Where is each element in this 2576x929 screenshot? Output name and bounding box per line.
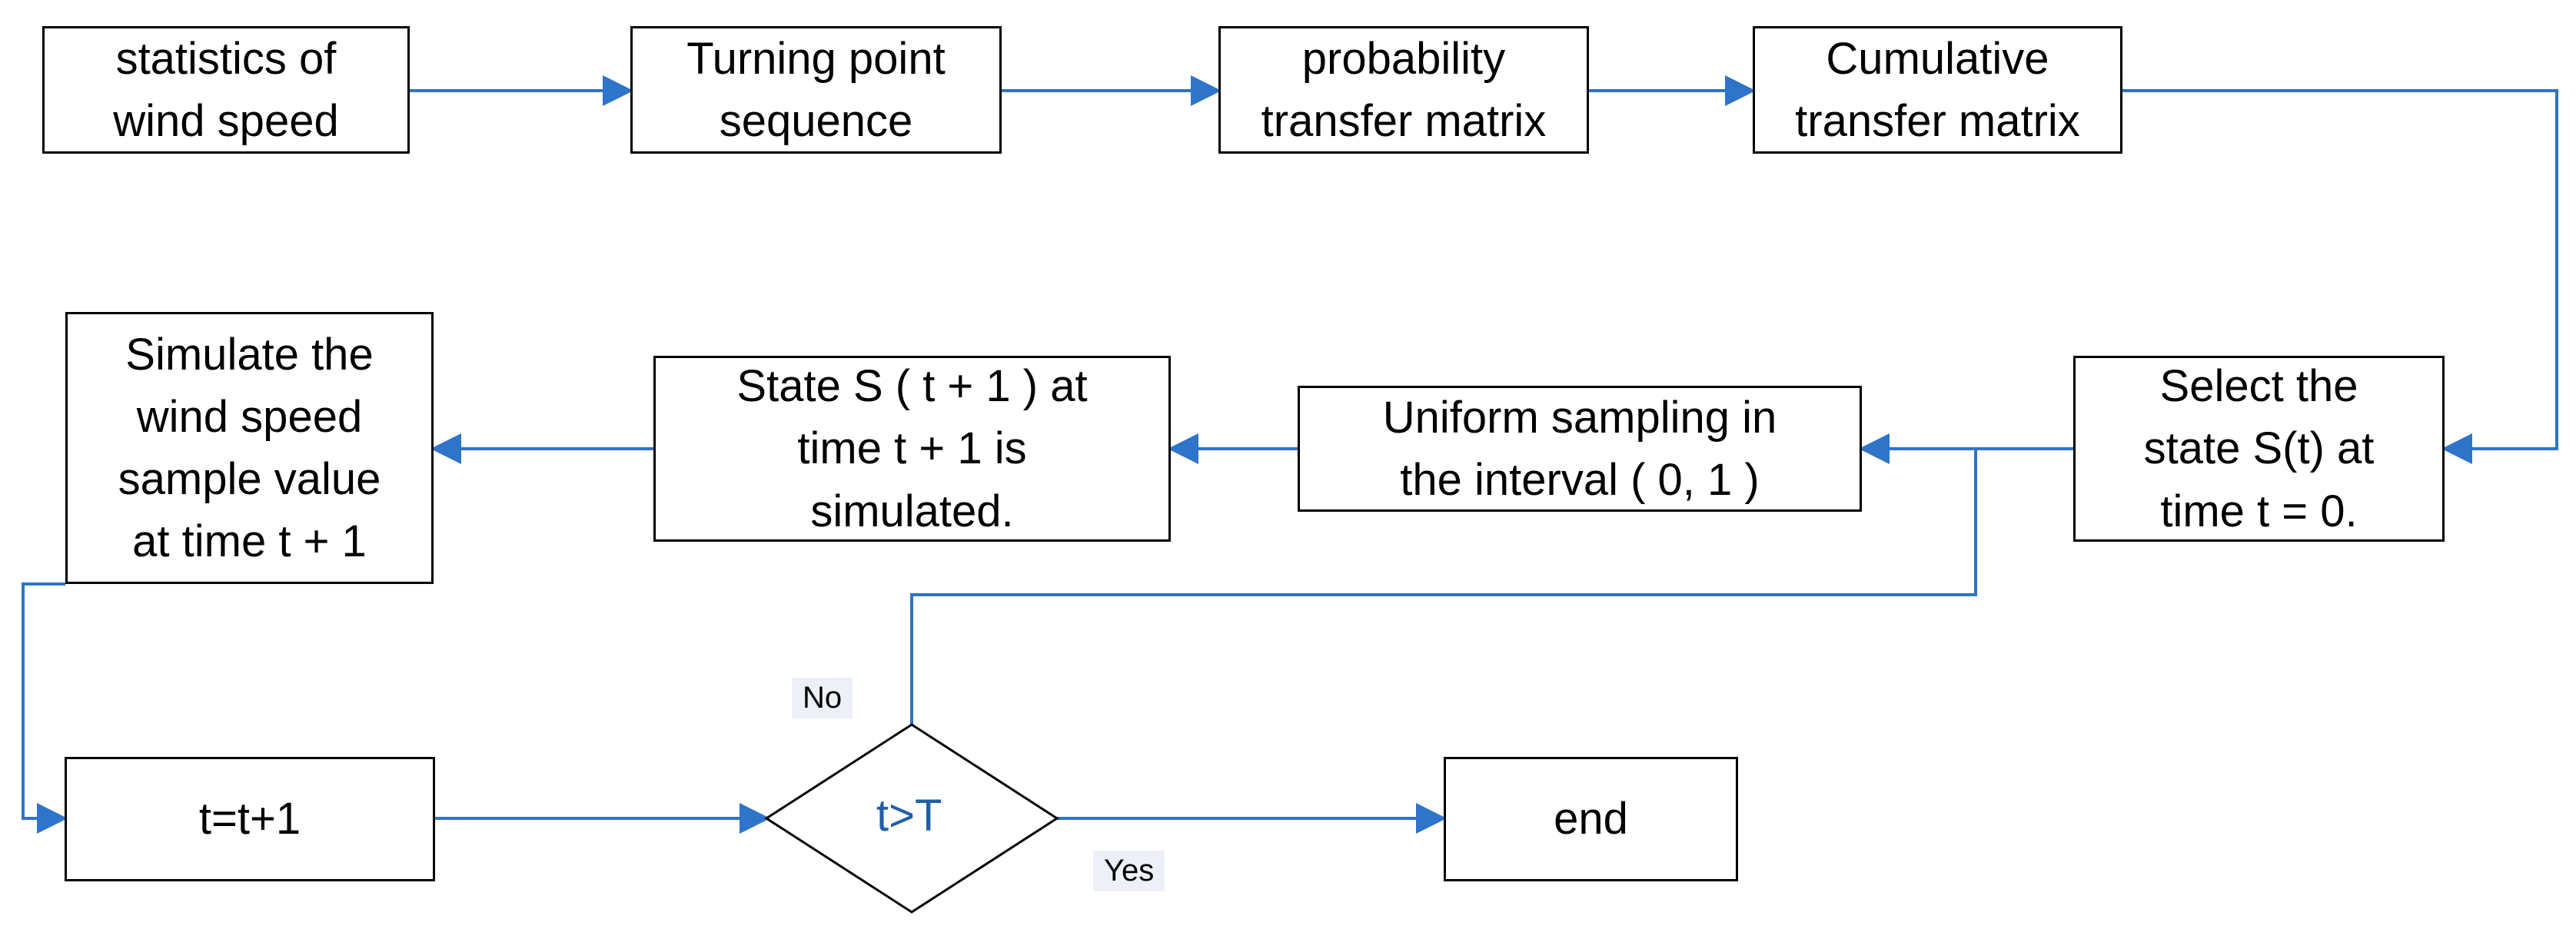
arrow-cum-to-select xyxy=(2122,89,2558,464)
box-turning-label: Turning point sequence xyxy=(686,33,946,146)
box-probability-label: probability transfer matrix xyxy=(1261,33,1547,146)
no-label: No xyxy=(792,678,853,718)
box-select-label: Select the state S(t) at time t = 0. xyxy=(2143,361,2375,536)
box-state-label: State S ( t + 1 ) at time t + 1 is simul… xyxy=(736,361,1088,536)
box-probability-transfer-matrix: probability transfer matrix xyxy=(1218,26,1589,154)
arrow-decision-no-loop xyxy=(910,449,1977,725)
box-simulate-wind-speed: Simulate the wind speed sample value at … xyxy=(65,312,434,584)
box-cumulative-label: Cumulative transfer matrix xyxy=(1795,33,2080,146)
box-uniform-label: Uniform sampling in the interval ( 0, 1 … xyxy=(1382,392,1777,505)
box-end: end xyxy=(1444,757,1738,881)
box-simulate-label: Simulate the wind speed sample value at … xyxy=(118,329,381,567)
arrow-simulate-to-incr xyxy=(22,582,68,834)
box-cumulative-transfer-matrix: Cumulative transfer matrix xyxy=(1753,26,2122,154)
decision-label: t>T xyxy=(876,791,942,841)
box-turning-point-sequence: Turning point sequence xyxy=(630,26,1002,154)
box-select-state: Select the state S(t) at time t = 0. xyxy=(2073,356,2445,542)
box-state-simulated: State S ( t + 1 ) at time t + 1 is simul… xyxy=(653,356,1171,542)
box-end-label: end xyxy=(1554,794,1628,844)
decision-diamond xyxy=(764,723,1059,914)
box-uniform-sampling: Uniform sampling in the interval ( 0, 1 … xyxy=(1298,386,1862,512)
box-t-increment: t=t+1 xyxy=(65,757,435,881)
yes-label: Yes xyxy=(1093,851,1165,891)
box-incr-label: t=t+1 xyxy=(198,794,301,844)
box-statistics-of-wind-speed: statistics of wind speed xyxy=(42,26,410,154)
box-statistics-label: statistics of wind speed xyxy=(113,33,339,146)
